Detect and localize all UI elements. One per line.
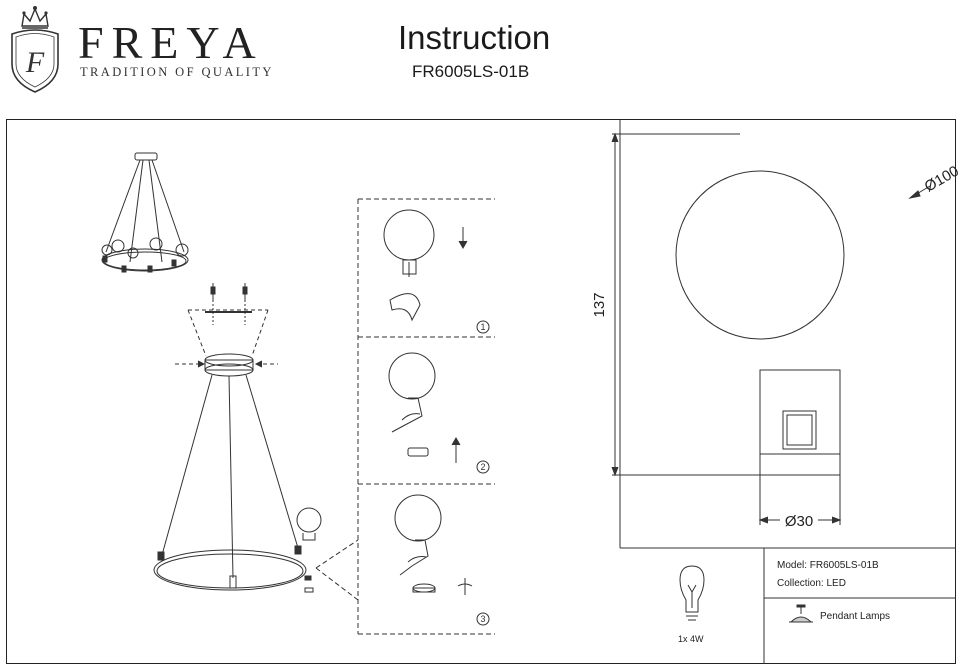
step-3-number: 3 bbox=[480, 614, 485, 624]
crest-letter: F bbox=[25, 46, 45, 79]
step-2-number: 2 bbox=[480, 462, 485, 472]
brand-crest-icon: F bbox=[11, 6, 59, 93]
step-callout-lines bbox=[315, 198, 495, 635]
document-code: FR6005LS-01B bbox=[412, 62, 530, 81]
step-1-diagram: 1 bbox=[383, 209, 490, 334]
chandelier-overview bbox=[101, 152, 189, 273]
info-table bbox=[620, 547, 956, 664]
chandelier-assembly bbox=[153, 283, 322, 593]
model-label: Model: FR6005LS-01B bbox=[777, 560, 879, 571]
globe-diameter-label: Ø100 bbox=[922, 163, 960, 196]
collection-label: Collection: LED bbox=[777, 578, 846, 589]
dimension-drawing bbox=[611, 120, 931, 548]
drawing-sheet bbox=[6, 119, 956, 664]
height-dimension-label: 137 bbox=[591, 292, 608, 317]
pendant-lamp-icon bbox=[789, 604, 813, 623]
brand-name: FREYA bbox=[78, 17, 264, 68]
bulb-spec-label: 1x 4W bbox=[678, 634, 704, 644]
base-diameter-label: Ø30 bbox=[785, 513, 813, 530]
bulb-icon bbox=[679, 565, 705, 621]
header: F FREYA TRADITION OF QUALITY Instruction… bbox=[0, 0, 960, 110]
step-2-diagram: 2 bbox=[388, 352, 490, 474]
step-3-diagram: 3 bbox=[394, 494, 490, 626]
step-1-number: 1 bbox=[480, 322, 485, 332]
brand-tagline: TRADITION OF QUALITY bbox=[80, 65, 274, 79]
document-title: Instruction bbox=[398, 19, 551, 56]
lamp-type-label: Pendant Lamps bbox=[820, 611, 891, 622]
